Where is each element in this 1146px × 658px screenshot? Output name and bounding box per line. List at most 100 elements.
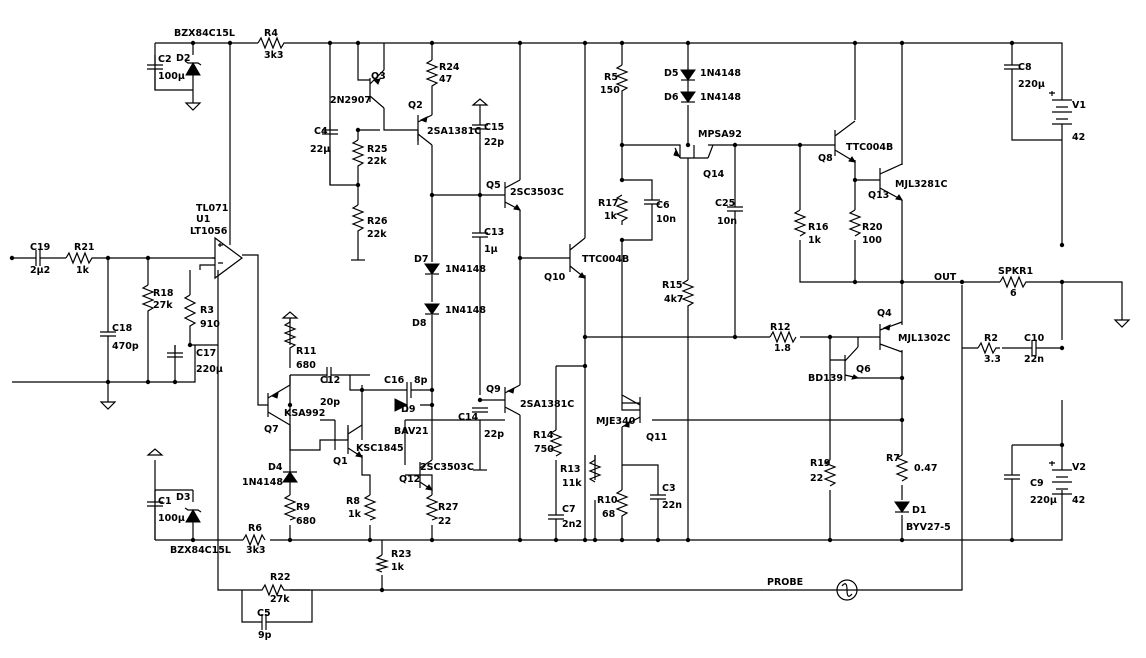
q10-part: TTC004B [582,254,629,265]
r18-label: R18 [153,288,174,299]
c16-value: 8p [414,375,428,386]
q2-part: 2SA1381C [427,126,481,137]
d7-diode [424,263,440,275]
q11-part: MJE340 [596,416,636,427]
d3-zener [185,509,201,523]
r24-resistor [425,59,439,90]
r11-label: R11 [296,346,317,357]
r16-value: 1k [808,235,822,246]
d9-part: BAV21 [394,426,429,437]
spkr1-label: SPKR1 [998,266,1033,277]
d5-part: 1N4148 [700,68,741,79]
r23-label: R23 [391,549,412,560]
d3-part: BZX84C15L [170,545,231,556]
r2-label: R2 [984,333,998,344]
probe-source [836,579,858,601]
c18-capacitor [100,320,116,352]
r16-label: R16 [808,222,829,233]
c14-value: 22p [484,429,504,440]
c13-value: 1µ [484,244,498,255]
r26-value: 22k [367,229,387,240]
c4-capacitor [322,129,338,135]
r7-resistor [895,454,909,482]
q10-transistor [560,237,586,279]
c18-label: C18 [112,323,133,334]
r22-label: R22 [270,572,291,583]
c3-value: 22n [662,500,682,511]
r15-resistor [681,279,695,310]
c15-capacitor [472,124,488,149]
r13-value: 11k [562,478,582,489]
r9-label: R9 [296,502,310,513]
r2-resistor [977,341,1000,355]
diodes [184,60,910,523]
v1-label: V1 [1072,100,1086,111]
q7-label: Q7 [264,424,279,435]
q9-part: 2SA1381C [520,399,574,410]
q1-transistor [335,424,363,458]
r10-value: 68 [602,509,616,520]
d5-label: D5 [664,68,679,79]
r5-value: 150 [600,85,620,96]
c15-value: 22p [484,137,504,148]
r5-resistor [615,64,629,95]
r3-label: R3 [200,305,214,316]
c12-capacitor [320,367,342,383]
q13-label: Q13 [868,190,889,201]
r17-value: 1k [604,211,618,222]
r11-resistor [283,318,297,368]
r22-resistor [242,583,310,597]
d7-part: 1N4148 [445,264,486,275]
r4-resistor [257,36,287,50]
ground-icon [146,448,164,456]
u1-model: LT1056 [190,226,228,237]
ground-icon [1113,319,1131,328]
c18-value: 470p [112,341,139,352]
q4-transistor [879,321,903,353]
q14-transistor [674,144,714,172]
u1-label: U1 [196,214,210,225]
r6-value: 3k3 [246,545,266,556]
out-label: OUT [934,272,957,283]
d9-diode [394,398,409,412]
r25-resistor [351,139,365,170]
c8-label: C8 [1018,62,1032,73]
d5-diode [680,69,696,81]
c7-capacitor [548,505,564,530]
d8-diode [424,303,440,315]
r12-value: 1.8 [774,343,791,354]
q5-label: Q5 [486,180,501,191]
c7-label: C7 [562,504,576,515]
d6-diode [680,91,696,103]
r3-resistor [183,294,197,330]
c10-capacitor [1028,340,1040,356]
d1-part: BYV27-5 [906,522,951,533]
q12-transistor [405,420,433,491]
q3-part: 2N2907 [330,95,371,106]
r6-resistor [242,533,266,547]
c1-capacitor [147,490,163,540]
q12-part: 2SC3503C [420,462,474,473]
q12-label: Q12 [399,474,420,485]
r23-value: 1k [391,562,405,573]
q5-part: 2SC3503C [510,187,564,198]
labels: BZX84C15L D2 C2 100µ R4 3k3 Q3 2N2907 R2… [30,28,1086,641]
capacitors [32,55,1040,630]
r8-value: 1k [348,509,362,520]
d6-part: 1N4148 [700,92,741,103]
r7-value: 0.47 [914,463,937,474]
q7-part: KSA992 [284,408,325,419]
r4-value: 3k3 [264,50,284,61]
q11-transistor [621,394,641,465]
ground-icon [184,102,202,111]
r27-value: 22 [438,516,451,527]
resistors [65,36,1000,597]
c3-capacitor [650,485,666,510]
r19-value: 22 [810,473,823,484]
q11-label: Q11 [646,432,667,443]
r23-resistor [374,554,390,573]
r22-value: 27k [270,594,290,605]
r26-resistor [351,204,365,235]
r20-value: 100 [862,235,882,246]
